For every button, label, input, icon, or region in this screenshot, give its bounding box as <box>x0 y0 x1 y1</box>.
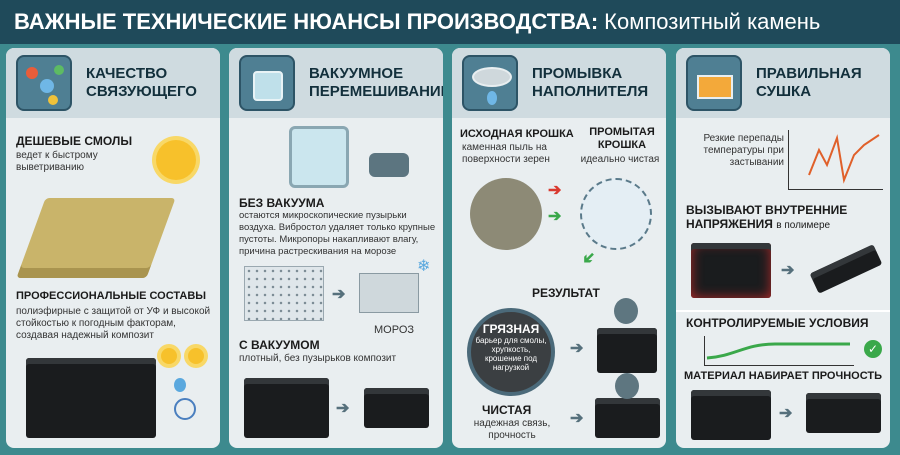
arrow-right-icon: ➔ <box>570 410 584 427</box>
molecule-icon <box>16 55 72 111</box>
temp-swings-text: Резкие перепады температуры при застыван… <box>703 133 784 168</box>
warped-block-image <box>809 244 883 294</box>
stress-heading: ВЫЗЫВАЮТ ВНУТРЕННИЕ НАПРЯЖЕНИЯ в полимер… <box>686 203 886 233</box>
panel-header: КАЧЕСТВО СВЯЗУЮЩЕГО <box>6 48 220 118</box>
cured-block-image <box>806 393 881 433</box>
controlled-heading: КОНТРОЛИРУЕМЫЕ УСЛОВИЯ <box>686 316 869 330</box>
no-vacuum-heading: БЕЗ ВАКУУМА <box>239 196 325 210</box>
water-drop-icon <box>174 378 186 392</box>
arrow-right-icon: ➔ <box>779 405 793 422</box>
sun-icon <box>161 348 177 364</box>
sun-icon <box>156 140 196 180</box>
panel-header: ВАКУУМНОЕ ПЕРЕМЕШИВАНИЕ <box>229 48 443 118</box>
kettlebell-icon <box>614 298 638 324</box>
dense-stone-image <box>364 388 429 428</box>
panel-proper-drying: ПРАВИЛЬНАЯ СУШКА Резкие перепады темпера… <box>676 48 890 448</box>
arrow-right-icon: ➔ <box>781 262 795 279</box>
sun-icon <box>188 348 204 364</box>
strength-heading: МАТЕРИАЛ НАБИРАЕТ ПРОЧНОСТЬ <box>684 370 883 382</box>
panel-header: ПРОМЫВКА НАПОЛНИТЕЛЯ <box>452 48 666 118</box>
kettlebell-icon <box>615 373 639 399</box>
arrow-right-icon: ➔ <box>336 400 350 417</box>
magnifier-dirty: ГРЯЗНАЯ барьер для смолы, хрупкость, кро… <box>467 308 555 396</box>
arrow-green-icon: ➔ <box>577 246 600 269</box>
black-stone-image <box>26 358 156 438</box>
stress-text: в полимере <box>776 220 831 231</box>
cheap-resins-text: ведет к быстрому выветриванию <box>16 150 98 173</box>
page-title: ВАЖНЫЕ ТЕХНИЧЕСКИЕ НЮАНСЫ ПРОИЗВОДСТВА: … <box>0 0 900 44</box>
panel-filler-washing: ПРОМЫВКА НАПОЛНИТЕЛЯ ИСХОДНАЯ КРОШКА кам… <box>452 48 666 448</box>
dusty-chips-image <box>470 178 542 250</box>
snowflake-icon: ❄ <box>417 258 431 275</box>
clean-text: надежная связь, прочность <box>473 418 551 441</box>
panel-binder-quality: КАЧЕСТВО СВЯЗУЮЩЕГО ДЕШЕВЫЕ СМОЛЫ ведет … <box>6 48 220 448</box>
cracked-block-image <box>597 328 657 373</box>
cured-block-image <box>691 390 771 440</box>
vacuum-pump-image <box>369 153 409 177</box>
pro-compounds-heading: ПРОФЕССИОНАЛЬНЫЕ СОСТАВЫ <box>16 290 207 302</box>
panel-title: ПРАВИЛЬНАЯ СУШКА <box>756 65 862 100</box>
with-vacuum-text: плотный, без пузырьков композит <box>239 353 397 364</box>
raw-chips-heading: ИСХОДНАЯ КРОШКА <box>460 128 574 140</box>
stable-line <box>706 342 850 360</box>
stress-heading-text: ВЫЗЫВАЮТ ВНУТРЕННИЕ НАПРЯЖЕНИЯ <box>686 203 848 231</box>
arrow-right-icon: ➔ <box>332 286 346 303</box>
panel-title: КАЧЕСТВО СВЯЗУЮЩЕГО <box>86 65 197 100</box>
arrow-right-icon: ➔ <box>570 340 584 357</box>
arrow-green-icon: ➔ <box>548 208 562 225</box>
oven-icon <box>686 55 742 111</box>
check-icon: ✓ <box>864 340 882 358</box>
panel-title: ПРОМЫВКА НАПОЛНИТЕЛЯ <box>532 65 649 100</box>
pro-compounds-text: полиэфирные с защитой от УФ и высокой ст… <box>16 306 211 341</box>
title-bold: ВАЖНЫЕ ТЕХНИЧЕСКИЕ НЮАНСЫ ПРОИЗВОДСТВА: <box>14 9 599 34</box>
dense-stone-image <box>244 378 329 438</box>
porous-stone-image <box>244 266 324 321</box>
clean-heading: ЧИСТАЯ <box>482 403 532 417</box>
cheap-resins-heading: ДЕШЕВЫЕ СМОЛЫ <box>16 134 133 148</box>
title-subject: Композитный камень <box>604 9 821 34</box>
cracked-stone-image <box>359 273 419 313</box>
solid-block-image <box>595 398 660 438</box>
sieve-icon <box>462 55 518 111</box>
temperature-spike-chart <box>788 130 883 190</box>
with-vacuum-heading: С ВАКУУМОМ <box>239 338 320 352</box>
panel-vacuum-mixing: ВАКУУМНОЕ ПЕРЕМЕШИВАНИЕ БЕЗ ВАКУУМА оста… <box>229 48 443 448</box>
clean-chips-image <box>580 178 652 250</box>
dirty-text-2: хрупкость, крошение под нагрузкой <box>484 345 538 372</box>
vacuum-mixer-icon <box>239 55 295 111</box>
mixer-tank-image <box>289 126 349 188</box>
arrow-red-icon: ➔ <box>548 182 562 199</box>
panel-title: ВАКУУМНОЕ ПЕРЕМЕШИВАНИЕ <box>309 65 443 100</box>
raw-chips-text: каменная пыль на поверхности зерен <box>462 142 550 165</box>
dirty-heading: ГРЯЗНАЯ <box>482 322 540 336</box>
stable-temperature-chart <box>704 336 854 366</box>
panel-header: ПРАВИЛЬНАЯ СУШКА <box>676 48 890 118</box>
stressed-block-image <box>691 243 771 298</box>
spike-line <box>808 134 880 184</box>
result-heading: РЕЗУЛЬТАТ <box>532 286 600 300</box>
frost-label: МОРОЗ <box>374 324 415 336</box>
weathered-stone-image <box>16 198 176 278</box>
no-vacuum-text: остаются микроскопические пузырьки возду… <box>239 210 436 257</box>
washed-chips-heading: ПРОМЫТАЯ КРОШКА <box>589 126 655 151</box>
molecule-icon <box>174 398 196 420</box>
dirty-text: барьер для смолы, <box>475 336 547 345</box>
washed-chips-text: идеально чистая <box>580 154 660 165</box>
divider <box>676 310 890 312</box>
